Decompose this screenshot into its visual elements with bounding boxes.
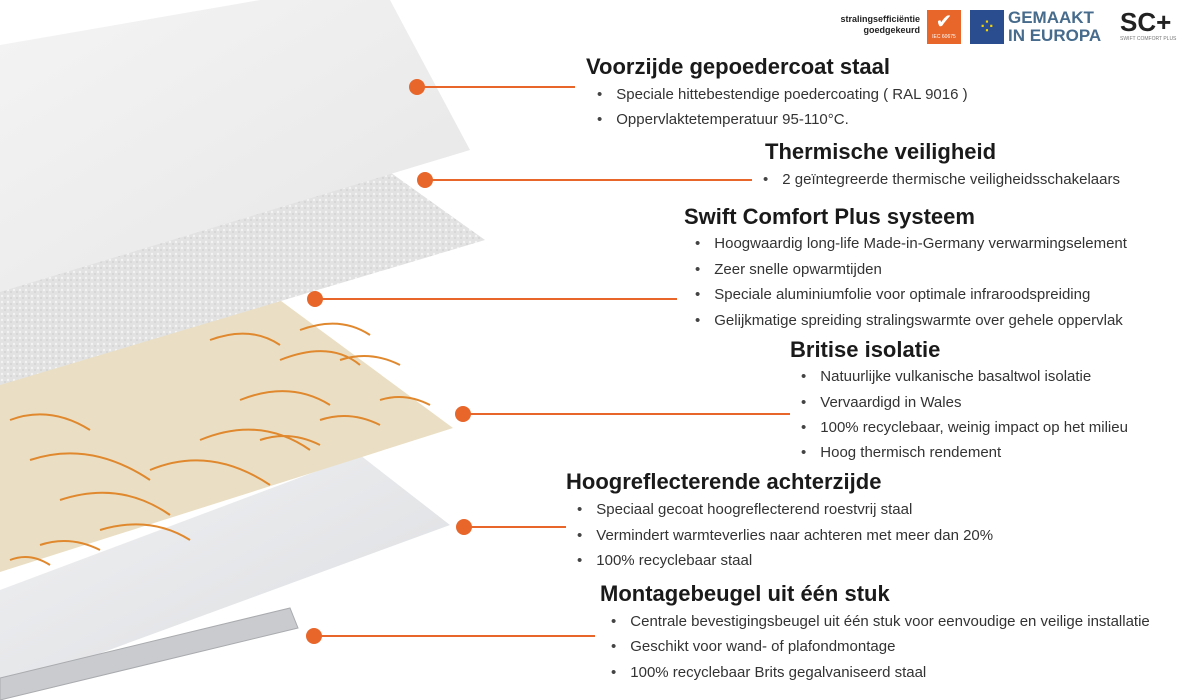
section-title-back: Hoogreflecterende achterzijde [566,469,882,494]
bullet: 2 geïntegreerde thermische veiligheidssc… [763,171,1120,188]
section-title-insulation: Britise isolatie [790,337,941,362]
eu-flag-icon: ⁘ [970,10,1004,44]
bullet: Hoogwaardig long-life Made-in-Germany ve… [695,235,1127,252]
check-icon: ✔ [935,11,953,33]
iec-badge: ✔ IEC 60675 [927,10,961,44]
bullet: Oppervlaktetemperatuur 95-110°C. [597,111,849,128]
bullet: Vermindert warmteverlies naar achteren m… [577,527,993,544]
bullet: Geschikt voor wand- of plafondmontage [611,638,895,655]
insulation-board [0,298,453,572]
cert-line-2: goedgekeurd [863,25,920,35]
reflective-back-layer [0,455,450,690]
bullet: Zeer snelle opwarmtijden [695,261,882,278]
section-title-system: Swift Comfort Plus systeem [684,204,975,229]
made-in-europe-logo: GEMAAKT IN EUROPA [1008,9,1101,45]
scp-brand-logo: SC+ SWIFT COMFORT PLUS [1120,8,1176,42]
bullet: Vervaardigd in Wales [801,394,961,411]
callout-lines [306,79,790,644]
brand-mark: SC+ [1120,7,1172,37]
bullet: Natuurlijke vulkanische basaltwol isolat… [801,368,1091,385]
section-title-thermal: Thermische veiligheid [765,139,997,164]
section-title-front: Voorzijde gepoedercoat staal [586,54,891,79]
bullet: 100% recyclebaar, weinig impact op het m… [801,419,1128,436]
cert-line-1: stralingsefficiëntie [840,14,920,24]
bullet: 100% recyclebaar staal [577,552,752,569]
bullet: Speciaal gecoat hoogreflecterend roestvr… [577,501,912,518]
iec-label: IEC 60675 [932,34,956,40]
section-title-bracket: Montagebeugel uit één stuk [600,581,890,606]
eu-line-2: IN EUROPA [1008,26,1102,45]
brand-sub: SWIFT COMFORT PLUS [1120,36,1177,42]
eu-line-1: GEMAAKT [1008,8,1094,27]
heating-element-wires [9,322,431,566]
bullet: Speciale aluminiumfolie voor optimale in… [695,286,1090,303]
mounting-bracket [0,607,299,700]
bullet: Centrale bevestigingsbeugel uit één stuk… [611,613,1150,630]
bullet: Hoog thermisch rendement [801,444,1001,461]
bullet: Speciale hittebestendige poedercoating (… [597,86,967,103]
front-powder-coated-panel [0,0,470,292]
bullet: Gelijkmatige spreiding stralingswarmte o… [695,312,1123,329]
bullet: 100% recyclebaar Brits gegalvaniseerd st… [611,664,926,681]
